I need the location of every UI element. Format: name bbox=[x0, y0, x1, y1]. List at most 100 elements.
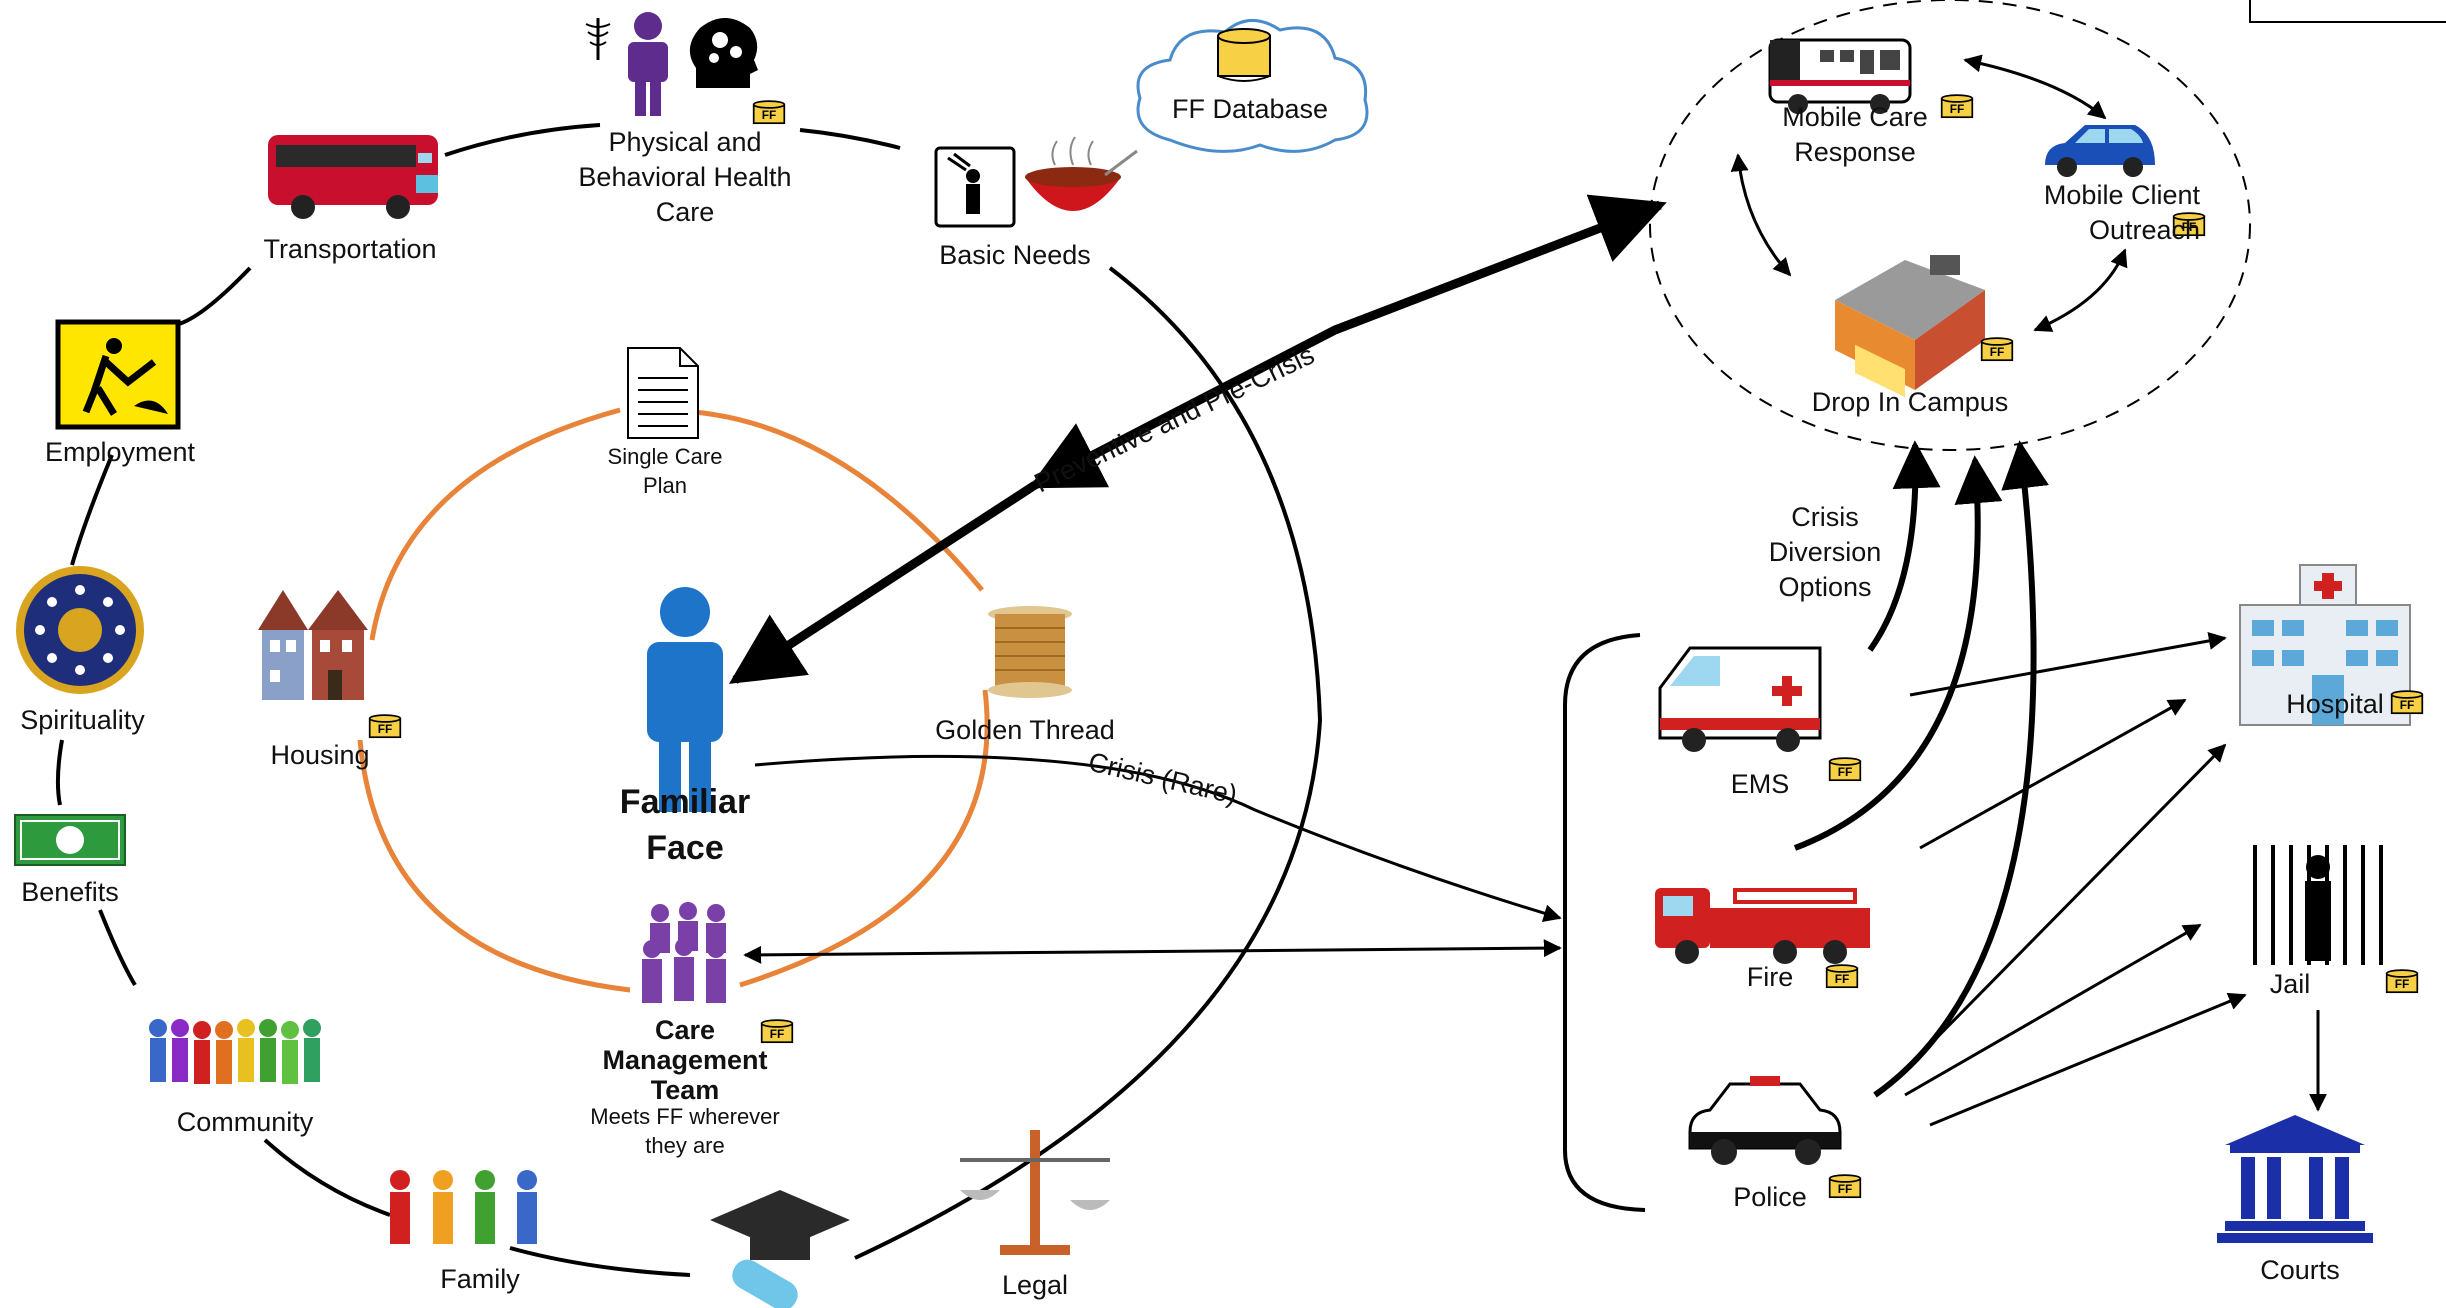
ff-database-badge-icon: FF bbox=[2385, 969, 2419, 994]
svg-text:FF: FF bbox=[2182, 220, 2197, 234]
ambulance-icon bbox=[1658, 646, 1822, 752]
ring-segment bbox=[55, 739, 64, 806]
hospital-label: Hospital bbox=[2286, 689, 2384, 719]
svg-text:FF: FF bbox=[762, 108, 777, 122]
care-team-icon bbox=[642, 902, 726, 1003]
fire-label: Fire bbox=[1746, 962, 1794, 992]
rv-icon bbox=[1768, 38, 1912, 114]
courthouse-icon bbox=[2217, 1115, 2373, 1243]
svg-text:FF: FF bbox=[1990, 345, 2005, 359]
legal-label: Legal bbox=[1001, 1270, 1069, 1300]
drop-in-label: Drop In Campus bbox=[1811, 387, 2009, 417]
house-icon bbox=[258, 590, 368, 700]
soup-bowl-icon bbox=[1025, 136, 1138, 211]
benefits-label: Benefits bbox=[21, 877, 119, 907]
diversion-cycle-arrows bbox=[1730, 54, 2128, 332]
svg-text:FF: FF bbox=[1950, 102, 1965, 116]
document-icon bbox=[627, 347, 699, 439]
ems-label: EMS bbox=[1730, 769, 1790, 799]
ff-database-badge-icon: FF bbox=[2172, 212, 2206, 237]
community-people-icon bbox=[149, 1019, 321, 1084]
car-icon bbox=[2045, 125, 2155, 177]
ff-database-badge-icon: FF bbox=[1825, 964, 1859, 989]
fire-truck-icon bbox=[1655, 888, 1870, 964]
ff-database-badge-icon: FF bbox=[1828, 1174, 1862, 1199]
ff-database-badge-icon: FF bbox=[1940, 94, 1974, 119]
outcome-arrows bbox=[1903, 632, 2327, 1127]
family-label: Family bbox=[440, 1264, 520, 1294]
preventive-arrow bbox=[1028, 194, 1667, 489]
jail-label: Jail bbox=[2269, 969, 2311, 999]
transportation-label: Transportation bbox=[263, 234, 437, 264]
worker-icon bbox=[55, 319, 181, 430]
ff-database-badge-icon: FF bbox=[752, 100, 786, 125]
svg-text:FF: FF bbox=[1838, 765, 1853, 779]
graduation-cap-icon bbox=[710, 1190, 850, 1308]
courts-label: Courts bbox=[2260, 1255, 2340, 1285]
police-label: Police bbox=[1733, 1182, 1807, 1212]
ff-database-badge-icon: FF bbox=[368, 714, 402, 739]
care-team-arrow bbox=[743, 939, 1562, 964]
database-label: FF Database bbox=[1171, 94, 1329, 124]
person-icon bbox=[628, 12, 668, 116]
thread-spool-icon bbox=[988, 606, 1072, 698]
preventive-label: Preventive and Pre-Crisis bbox=[1030, 340, 1319, 499]
building-icon bbox=[1835, 255, 1985, 398]
database-icon bbox=[1217, 28, 1271, 82]
ring-segment bbox=[444, 123, 601, 157]
ff-database-badge-icon: FF bbox=[1828, 757, 1862, 782]
ff-database-badge-icon: FF bbox=[760, 1019, 794, 1044]
preventive-arrow-tail bbox=[728, 481, 1038, 684]
ring-segment bbox=[70, 454, 114, 566]
familiar-face-person-icon bbox=[647, 587, 723, 812]
ff-database-badge-icon: FF bbox=[1980, 337, 2014, 362]
golden-thread-label: Golden Thread bbox=[935, 715, 1115, 745]
religions-seal-icon bbox=[16, 566, 144, 694]
housing-label: Housing bbox=[270, 740, 370, 770]
money-icon bbox=[14, 814, 126, 866]
ring-segment bbox=[509, 1246, 691, 1277]
family-people-icon bbox=[390, 1170, 537, 1244]
responder-bracket bbox=[1563, 633, 1646, 1212]
ring-segment bbox=[854, 266, 1323, 1260]
ff-database-badge-icon: FF bbox=[2390, 690, 2424, 715]
jail-icon bbox=[2253, 845, 2383, 965]
community-label: Community bbox=[176, 1107, 314, 1137]
corner-box bbox=[2249, 0, 2446, 23]
scales-of-justice-icon bbox=[960, 1130, 1110, 1255]
bus-icon bbox=[268, 135, 438, 219]
svg-text:FF: FF bbox=[378, 722, 393, 736]
ring-segment bbox=[357, 739, 631, 993]
crisis-arrow bbox=[754, 754, 1562, 922]
ring-segment bbox=[263, 1138, 391, 1217]
spirituality-label: Spirituality bbox=[20, 705, 145, 735]
caduceus-icon bbox=[585, 18, 611, 60]
shower-icon bbox=[934, 146, 1016, 228]
basic-needs-label: Basic Needs bbox=[939, 240, 1091, 270]
brain-gears-icon bbox=[689, 18, 758, 88]
police-car-icon bbox=[1688, 1076, 1842, 1165]
ring-segment bbox=[174, 266, 252, 327]
svg-text:FF: FF bbox=[2400, 698, 2415, 712]
database-cloud bbox=[1136, 19, 1369, 153]
hospital-icon bbox=[2239, 564, 2411, 726]
ring-segment bbox=[98, 909, 137, 987]
svg-text:FF: FF bbox=[1838, 1182, 1853, 1196]
ring-segment bbox=[799, 128, 901, 150]
svg-text:FF: FF bbox=[2395, 977, 2410, 991]
svg-text:FF: FF bbox=[770, 1027, 785, 1041]
ring-segment bbox=[369, 407, 621, 641]
svg-text:FF: FF bbox=[1835, 972, 1850, 986]
crisis-label: Crisis (Rare) bbox=[1086, 747, 1240, 810]
employment-label: Employment bbox=[44, 437, 196, 467]
